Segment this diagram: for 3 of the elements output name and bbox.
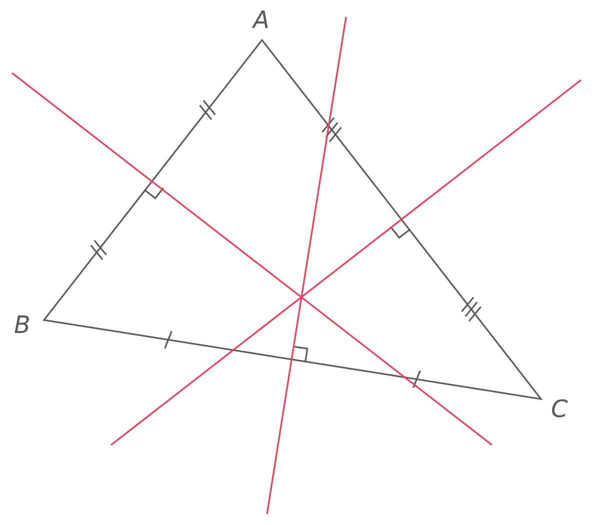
vertex-label: A [253, 8, 270, 32]
vertex-label: B [14, 313, 30, 337]
vertex-label: C [551, 397, 568, 421]
